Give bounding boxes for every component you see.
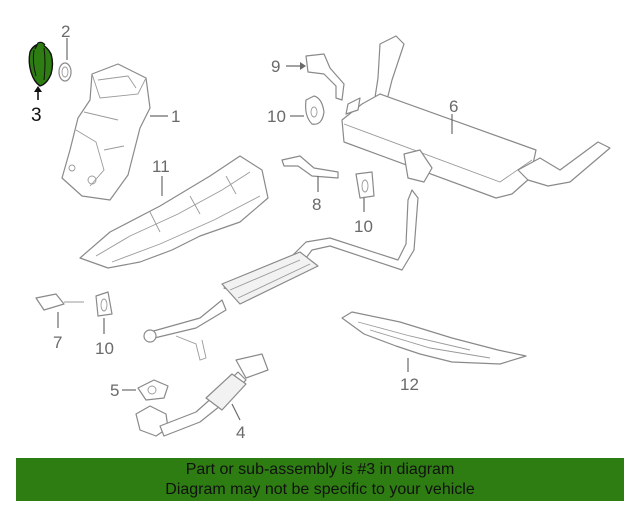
part-12-underbody-shield[interactable]: 12 [341, 311, 527, 394]
callout-10c: 10 [95, 339, 114, 358]
banner-line-1: Part or sub-assembly is #3 in diagram [185, 461, 455, 478]
callout-7: 7 [53, 333, 62, 352]
part-6-muffler[interactable]: 6 [341, 35, 611, 199]
callout-12: 12 [400, 375, 419, 394]
callout-10a: 10 [267, 107, 286, 126]
callout-11: 11 [152, 157, 170, 176]
callout-8: 8 [312, 195, 321, 214]
part-10-isolator-a[interactable]: 10 [267, 95, 325, 126]
part-4-front-pipe[interactable]: 4 [135, 353, 269, 442]
exhaust-parts-diagram: 3 2 1 11 9 10 [28, 22, 611, 442]
part-5-gasket[interactable]: 5 [110, 379, 169, 401]
callout-4: 4 [236, 423, 245, 442]
part-8-bracket[interactable]: 8 [281, 155, 339, 214]
callout-6: 6 [449, 97, 458, 116]
part-10-isolator-b[interactable]: 10 [354, 171, 375, 236]
part-11-heat-shield[interactable]: 11 [79, 155, 269, 269]
part-1-manifold[interactable]: 1 [61, 63, 180, 201]
callout-2: 2 [61, 22, 70, 41]
banner-line-2: Diagram may not be specific to your vehi… [165, 481, 475, 498]
callout-5: 5 [110, 381, 119, 400]
part-9-bracket[interactable]: 9 [271, 53, 345, 101]
callout-3: 3 [31, 105, 42, 126]
callout-9: 9 [271, 57, 280, 76]
info-banner: Part or sub-assembly is #3 in diagram Di… [16, 458, 624, 501]
intermediate-pipe-resonator[interactable] [143, 189, 419, 361]
callout-10b: 10 [354, 217, 373, 236]
part-2-gasket[interactable]: 2 [58, 22, 72, 82]
part-7-bracket[interactable]: 7 [35, 293, 84, 352]
part-10-isolator-c[interactable]: 10 [95, 291, 114, 358]
part-3-highlighted[interactable]: 3 [28, 41, 54, 126]
callout-1: 1 [171, 107, 180, 126]
